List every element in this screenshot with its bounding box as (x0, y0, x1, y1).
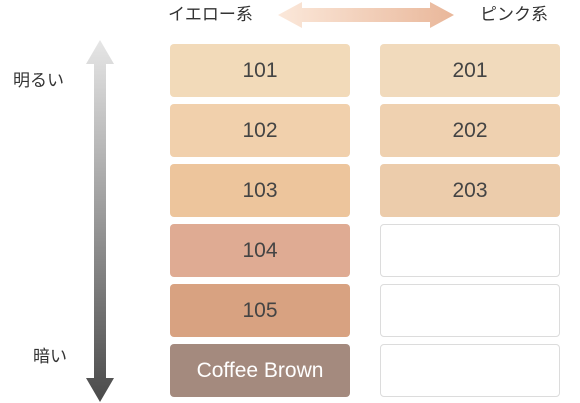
yellow-shade-coffee-brown: Coffee Brown (170, 344, 350, 397)
shade-label: Coffee Brown (196, 358, 324, 382)
pink-shade-203: 203 (380, 164, 560, 217)
shade-label: 203 (452, 178, 488, 202)
bright-label: 明るい (13, 71, 64, 91)
double-arrow-vertical-icon (86, 40, 114, 402)
yellow-shade-104: 104 (170, 224, 350, 277)
pink-series-label: ピンク系 (480, 5, 548, 25)
yellow-series-label: イエロー系 (168, 5, 253, 25)
double-arrow-horizontal-icon (278, 2, 454, 28)
yellow-shade-102: 102 (170, 104, 350, 157)
pink-shade-empty (380, 344, 560, 397)
yellow-shade-101: 101 (170, 44, 350, 97)
pink-shade-empty (380, 224, 560, 277)
pink-shade-202: 202 (380, 104, 560, 157)
yellow-shade-103: 103 (170, 164, 350, 217)
shade-label: 105 (242, 298, 278, 322)
shade-label: 103 (242, 178, 278, 202)
shade-label: 104 (242, 238, 278, 262)
pink-shade-empty (380, 284, 560, 337)
shade-label: 201 (452, 58, 488, 82)
shade-label: 102 (242, 118, 278, 142)
yellow-shade-105: 105 (170, 284, 350, 337)
shade-label: 202 (452, 118, 488, 142)
dark-label: 暗い (33, 347, 67, 367)
shade-label: 101 (242, 58, 278, 82)
pink-shade-201: 201 (380, 44, 560, 97)
